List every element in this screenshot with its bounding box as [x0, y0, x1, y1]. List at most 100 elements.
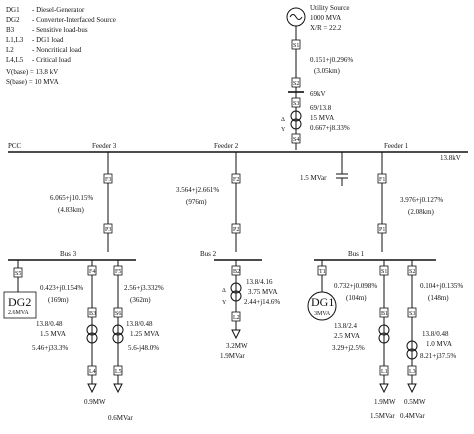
tag-t1-label: T1	[319, 269, 326, 275]
load-l3-arrow-icon	[407, 383, 417, 394]
tag-f1-label: F1	[379, 177, 385, 183]
legend-code-2: B3	[6, 26, 15, 34]
feeder1-load3-p: 0.5MW	[404, 398, 426, 406]
transformer-t-l1-primary	[378, 324, 390, 336]
tag-f3-label: F3	[105, 177, 111, 183]
legend: DG1 - Diesel-Generator DG2 - Converter-I…	[6, 6, 116, 86]
utility-tx-impedance: 0.667+j8.33%	[310, 124, 350, 132]
dg2-rating: 2.6MVA	[8, 310, 29, 316]
feeder1-label: Feeder 1	[384, 142, 409, 150]
tag-t1	[317, 265, 327, 276]
t2-wye-symbol: Y	[222, 300, 227, 306]
branch-l1-impedance: 0.732+j0.098%	[334, 282, 377, 290]
tag-l3	[407, 365, 417, 376]
legend-desc-3: - DG1 load	[32, 36, 64, 44]
tag-s6-label: S6	[115, 311, 121, 317]
transformer-t-l1-secondary	[378, 332, 390, 344]
legend-desc-5: - Critical load	[32, 56, 71, 64]
dg1-rating: 3MVA	[314, 311, 331, 317]
feeder1-impedance: 3.976+j0.127%	[400, 196, 443, 204]
main-bus: PCC 13.8kV Feeder 3 Feeder 2 Feeder 1	[8, 142, 468, 162]
tag-b2	[231, 265, 241, 276]
tx1-impedance: 3.29+j2.5%	[332, 344, 365, 352]
tx3-mva: 1.0 MVA	[426, 340, 452, 348]
legend-sbase: S(base) = 10 MVA	[6, 78, 59, 86]
tx3-ratio: 13.8/0.48	[422, 330, 449, 338]
tx5-impedance: 5.6-j48.0%	[128, 344, 159, 352]
tag-l4-label: L4	[89, 369, 96, 375]
tag-l1	[379, 365, 389, 376]
tx2-mva: 3.75 MVA	[248, 288, 277, 296]
tag-f5-label: F5	[115, 269, 121, 275]
branch-l3-length: (148m)	[428, 294, 449, 302]
branch-l3-impedance: 0.104+j0.135%	[420, 282, 463, 290]
tag-f5	[113, 265, 123, 276]
tag-s-branch3b-label: S3	[409, 311, 415, 317]
tag-f2	[231, 173, 241, 184]
dg1-generator-icon	[307, 291, 337, 321]
utility-kv: 69kV	[310, 90, 326, 98]
tag-b1-label: B1	[381, 311, 388, 317]
feeder2-label: Feeder 2	[214, 142, 239, 150]
legend-desc-2: - Sensitive load-bus	[32, 26, 88, 34]
tx5-mva: 1.25 MVA	[130, 330, 159, 338]
tag-s-branch3-label: S2	[409, 269, 415, 275]
branch-l5-length: (362m)	[130, 296, 151, 304]
feeder1-load1-p: 1.9MW	[374, 398, 396, 406]
bus1-label: Bus 1	[348, 250, 365, 258]
feeder1: F1 3.976+j0.127% (2.08km) P1 Bus 1 T1 DG…	[307, 152, 463, 420]
transformer-t2-primary	[230, 282, 242, 294]
load-l5-arrow-icon	[113, 383, 123, 394]
transformer-t1-secondary	[290, 118, 302, 130]
tx3-impedance: 8.21+j37.5%	[420, 352, 456, 360]
tag-b3-label: B3	[89, 311, 96, 317]
tx4-impedance: 5.46+j33.3%	[32, 344, 68, 352]
feeder2: F2 3.564+j2.661% (976m) P2 Bus 2 B2 Δ Y …	[176, 152, 280, 360]
tag-l5-label: L5	[115, 369, 122, 375]
tag-s1-label: S1	[293, 43, 299, 49]
tx4-ratio: 13.8/0.48	[36, 320, 63, 328]
feeder3-length: (4.83km)	[58, 206, 85, 214]
tag-s-branch3b	[407, 307, 417, 318]
tag-s-branch3	[407, 265, 417, 276]
tag-f1	[377, 173, 387, 184]
load-l1-arrow-icon	[379, 383, 389, 394]
legend-desc-4: - Noncritical load	[32, 46, 82, 54]
capacitor-rating: 1.5 MVar	[300, 174, 327, 182]
feeder2-load-q: 1.9MVar	[220, 352, 245, 360]
branch-l4-impedance: 0.423+j0.154%	[40, 284, 83, 292]
tag-b2-label: B2	[233, 269, 240, 275]
tag-s4	[291, 133, 301, 144]
feeder2-length: (976m)	[186, 198, 207, 206]
bus3-label: Bus 3	[60, 250, 77, 258]
feeder3-impedance: 6.065+j10.15%	[50, 194, 93, 202]
utility-source: Utility Source 1000 MVA X/R = 22.2 S1 0.…	[281, 4, 353, 150]
tag-f4	[87, 265, 97, 276]
feeder3-label: Feeder 3	[92, 142, 117, 150]
legend-desc-0: - Diesel-Generator	[32, 6, 85, 14]
tag-p2-label: P2	[233, 227, 239, 233]
tag-p1	[377, 223, 387, 234]
utility-line-impedance: 0.151+j0.296%	[310, 56, 353, 64]
dg1-name: DG1	[311, 295, 334, 309]
tag-s4-label: S4	[293, 137, 299, 143]
tag-s6	[113, 307, 123, 318]
transformer-t5-primary	[112, 324, 124, 336]
tag-p1-label: P1	[379, 227, 385, 233]
tag-l2-label: L2	[233, 315, 240, 321]
t1-delta-symbol: Δ	[281, 117, 285, 123]
tag-l5	[113, 365, 123, 376]
tag-s5-label: S5	[15, 271, 21, 277]
tag-l3-label: L3	[409, 369, 416, 375]
legend-code-0: DG1	[6, 6, 20, 14]
load-l4-arrow-icon	[87, 383, 97, 394]
t1-wye-symbol: Y	[281, 127, 286, 133]
legend-code-4: L2	[6, 46, 14, 54]
pcc-label: PCC	[8, 142, 22, 150]
legend-code-1: DG2	[6, 16, 20, 24]
feeder3-load-p: 0.9MW	[84, 398, 106, 406]
tag-f4-label: F4	[89, 269, 95, 275]
transformer-t4-primary	[86, 324, 98, 336]
dg2-box	[3, 291, 37, 319]
tag-f2-label: F2	[233, 177, 239, 183]
